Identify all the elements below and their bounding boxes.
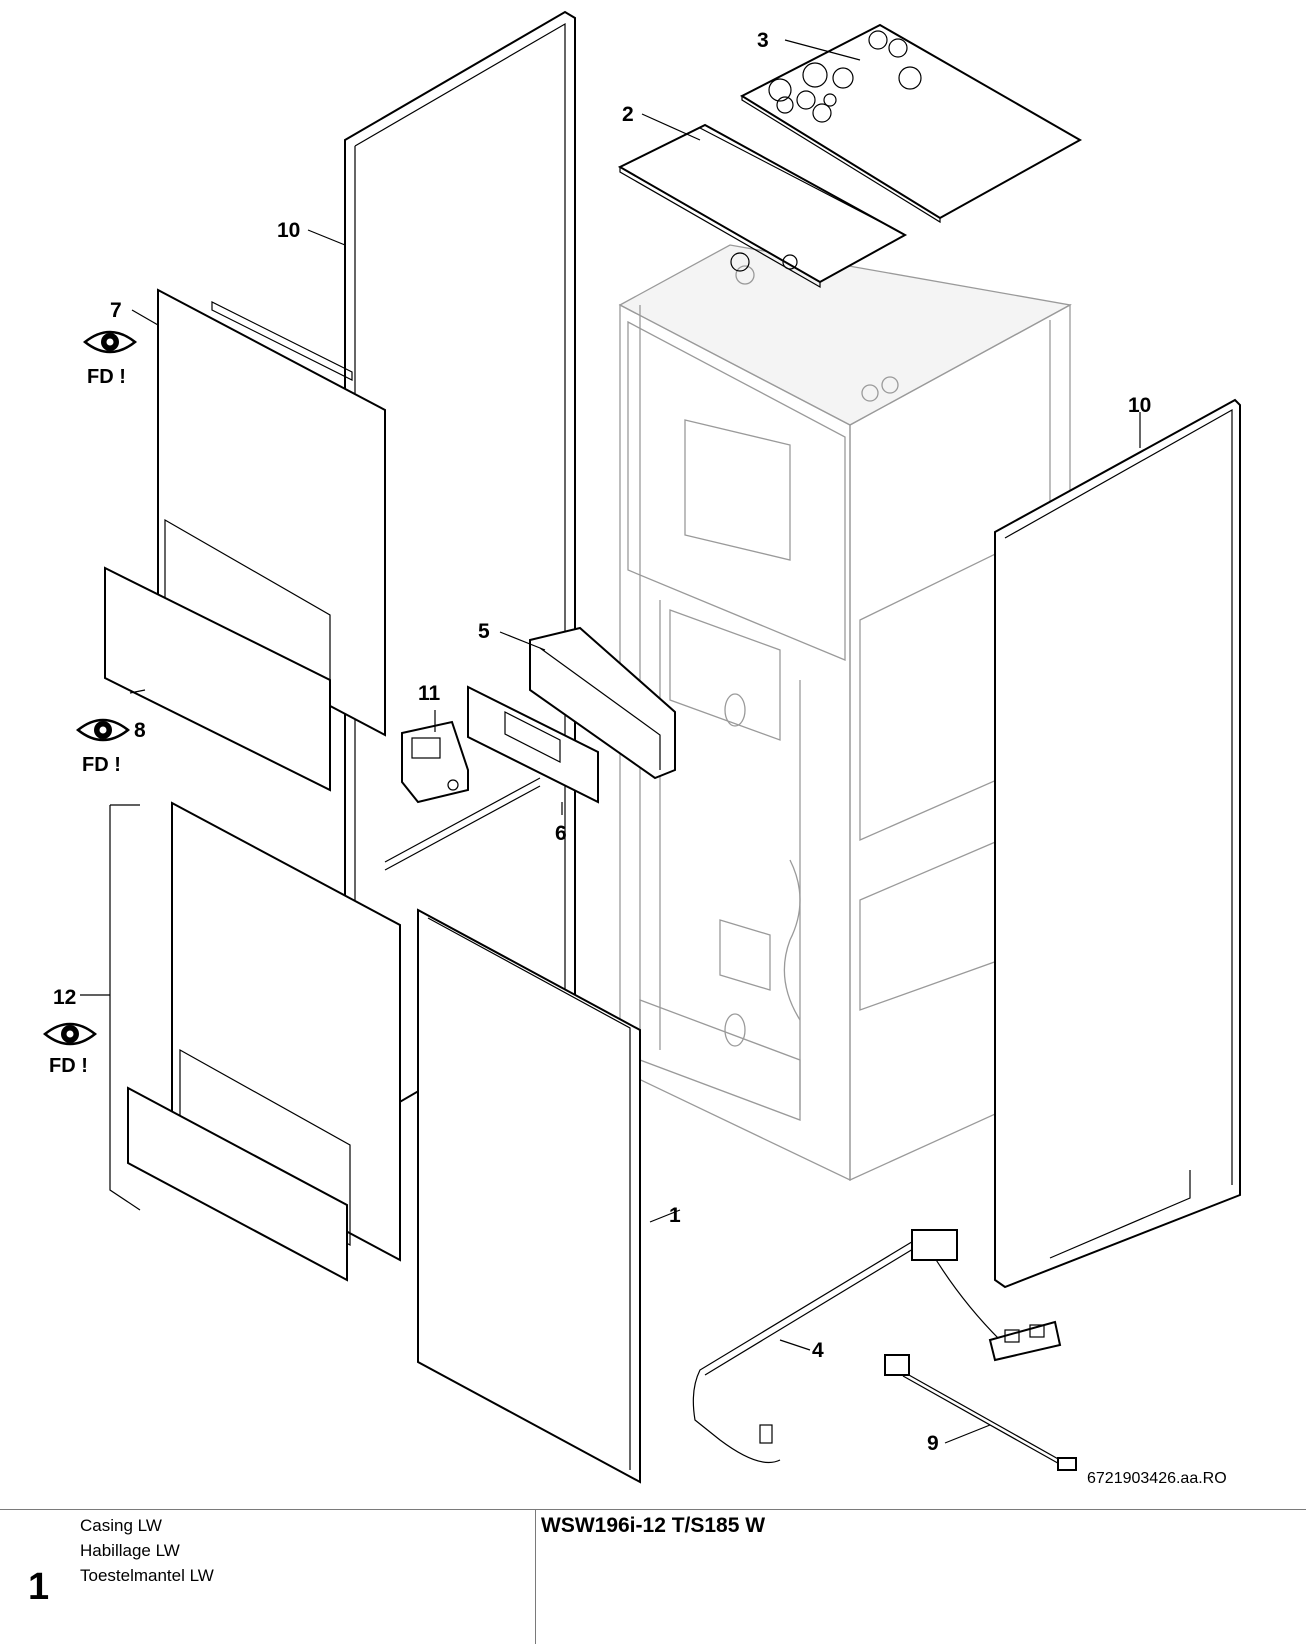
front-door-part-1 xyxy=(417,908,641,1484)
callout-label: 9 xyxy=(927,1432,939,1455)
control-bracket-part-6 xyxy=(384,685,599,871)
cable-harness-part-4 xyxy=(692,1229,1062,1464)
callout-label: 3 xyxy=(757,29,769,52)
callout-label: 7 xyxy=(110,299,122,322)
figure-number: 1 xyxy=(28,1566,50,1608)
callout-label: 2 xyxy=(622,103,634,126)
cover-plate-part-2 xyxy=(617,123,908,289)
control-unit-part-11 xyxy=(401,720,469,804)
model-name: WSW196i-12 T/S185 W xyxy=(541,1514,766,1537)
divider xyxy=(535,1510,536,1644)
cable-part-9 xyxy=(884,1354,1077,1471)
side-panel-right-part-10 xyxy=(994,398,1241,1289)
leader-lines xyxy=(80,39,1141,1444)
title-block: Casing LW Habillage LW Toestelmantel LW xyxy=(80,1513,214,1588)
footer: 1 Casing LW Habillage LW Toestelmantel L… xyxy=(0,1509,1306,1644)
callout-label: 11 xyxy=(418,682,441,705)
callout-label: 6 xyxy=(555,822,567,845)
callout-label: 1 xyxy=(669,1204,681,1227)
eye-icon xyxy=(75,718,131,742)
front-panel-lower-part-12 xyxy=(109,801,401,1282)
callout-label: 10 xyxy=(277,219,300,242)
fd-note: FD ! xyxy=(49,1055,88,1077)
exploded-parts-diagram: 1 2 3 4 5 6 7 8 9 10 10 11 12 FD ! FD ! … xyxy=(42,10,1241,1487)
title-french: Habillage LW xyxy=(80,1541,180,1560)
document-number: 6721903426.aa.RO xyxy=(1087,1470,1227,1487)
callout-label: 10 xyxy=(1128,394,1151,417)
callout-label: 8 xyxy=(134,719,146,742)
top-cover-part-3 xyxy=(739,23,1083,224)
fd-note: FD ! xyxy=(82,754,121,776)
callout-label: 12 xyxy=(53,986,76,1009)
callout-label: 4 xyxy=(812,1339,824,1362)
eye-icon xyxy=(82,330,138,354)
fd-note: FD ! xyxy=(87,366,126,388)
heat-pump-unit xyxy=(618,244,1072,1182)
title-english: Casing LW xyxy=(80,1516,162,1535)
tray-part-5 xyxy=(529,626,676,780)
eye-icon xyxy=(42,1022,98,1046)
callout-label: 5 xyxy=(478,620,490,643)
title-dutch: Toestelmantel LW xyxy=(80,1566,214,1585)
front-cover-part-8 xyxy=(104,566,331,792)
